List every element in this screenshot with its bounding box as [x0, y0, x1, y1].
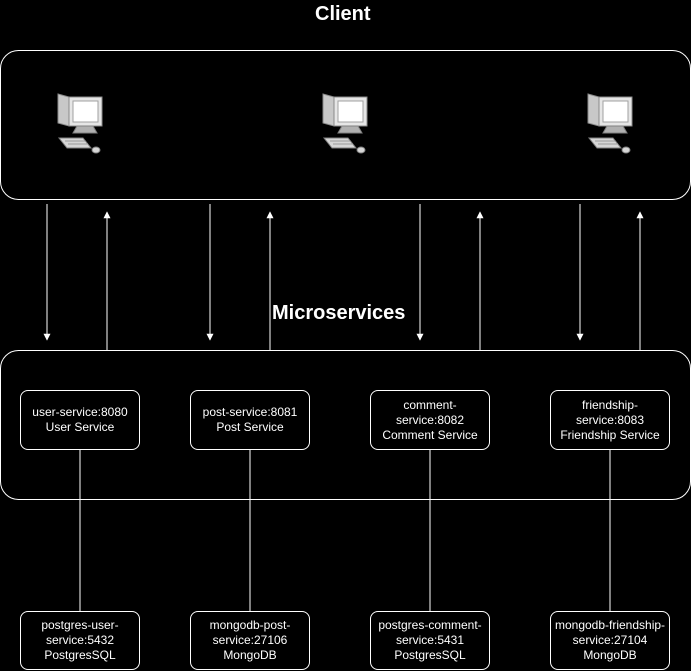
database-line: PostgresSQL — [394, 648, 466, 662]
microservices-title: Microservices — [272, 302, 406, 324]
database-line: postgres-user- — [41, 618, 119, 632]
database-box-mongodb-friendship: mongodb-friendship- service:27104 MongoD… — [550, 611, 670, 670]
database-line: service:5431 — [395, 633, 465, 647]
service-line: Comment Service — [382, 427, 478, 442]
database-line: service:27104 — [572, 633, 648, 647]
service-box-user: user-service:8080 User Service — [20, 390, 140, 450]
database-box-postgres-comment: postgres-comment- service:5431 PostgresS… — [370, 611, 490, 670]
database-box-postgres-user: postgres-user- service:5432 PostgresSQL — [20, 611, 140, 670]
database-line: mongodb-friendship- — [554, 618, 666, 632]
service-box-friendship: friendship- service:8083 Friendship Serv… — [550, 390, 670, 450]
database-line: service:5432 — [45, 633, 115, 647]
database-line: PostgresSQL — [44, 648, 116, 662]
service-line: Post Service — [216, 420, 284, 434]
service-line: comment- — [403, 397, 457, 412]
service-line: User Service — [45, 420, 115, 434]
database-line: MongoDB — [223, 648, 277, 662]
service-line: friendship- — [581, 397, 639, 412]
service-box-post: post-service:8081 Post Service — [190, 390, 310, 450]
database-box-mongodb-post: mongodb-post- service:27106 MongoDB — [190, 611, 310, 670]
service-line: post-service:8081 — [202, 405, 298, 419]
service-box-comment: comment- service:8082 Comment Service — [370, 390, 490, 450]
database-line: MongoDB — [583, 648, 637, 662]
service-line: service:8082 — [395, 412, 465, 427]
database-line: postgres-comment- — [378, 618, 482, 632]
service-line: service:8083 — [575, 412, 645, 427]
service-line: user-service:8080 — [32, 405, 128, 419]
database-line: mongodb-post- — [209, 618, 291, 632]
service-line: Friendship Service — [560, 427, 660, 442]
database-line: service:27106 — [212, 633, 288, 647]
client-title: Client — [315, 3, 371, 25]
